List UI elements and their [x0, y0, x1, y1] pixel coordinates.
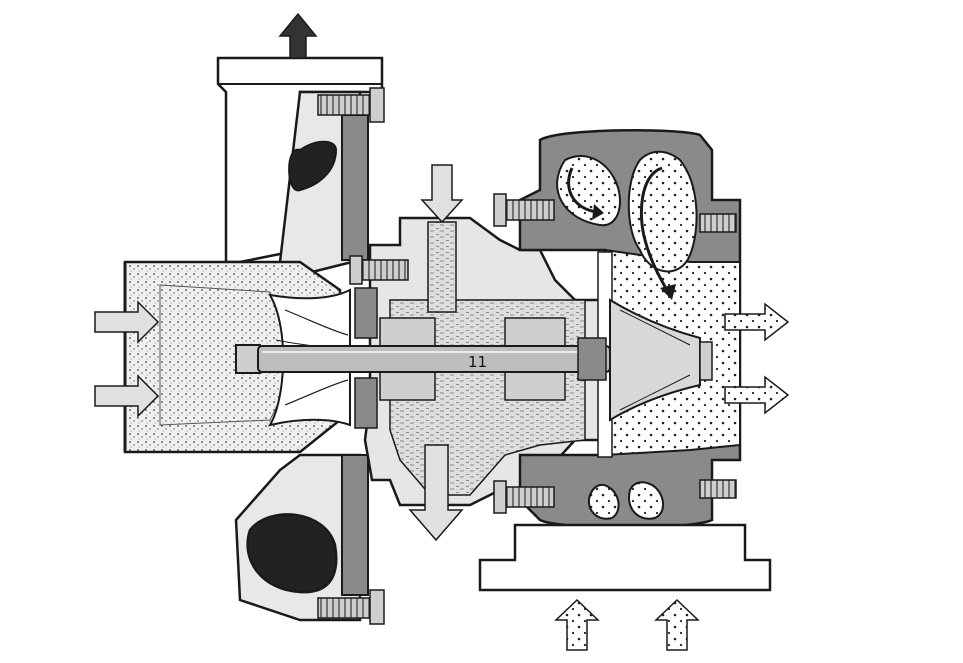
oil-drain-arrow — [408, 444, 464, 542]
turbine-bolt-bottom-right — [699, 479, 737, 499]
turbine-volute-lower-right — [628, 481, 664, 520]
exhaust-out-arrow-upper — [724, 302, 790, 342]
turbocharger-shaft: 11 — [257, 337, 611, 381]
turbine-bolt-top-left — [493, 193, 555, 227]
compressor-bolt-bottom — [317, 589, 385, 625]
shaft-nut — [235, 344, 261, 374]
turbine-housing — [478, 129, 772, 592]
turbine-bolt-top-right — [699, 213, 737, 233]
compressor-housing — [123, 56, 385, 625]
exhaust-out-arrow-lower — [724, 375, 790, 415]
bearing-right — [504, 317, 566, 347]
air-intake-arrow-lower — [94, 374, 160, 418]
turbine-volute-upper-left — [556, 155, 621, 227]
center-bolt — [357, 259, 409, 281]
oil-inlet-channel — [427, 221, 457, 313]
exhaust-swirl-arrow-left — [567, 167, 599, 214]
compressor-volute-shell — [278, 90, 362, 277]
compressor-volute-lower — [246, 513, 338, 594]
flow-arrows — [94, 12, 790, 651]
shaft-label: 11 — [468, 353, 487, 371]
air-outlet-arrow — [278, 12, 318, 59]
bearing-left — [379, 317, 436, 347]
compressor-backplate — [341, 114, 369, 261]
turbine-wheel — [609, 298, 701, 422]
air-intake-arrow-upper — [94, 300, 160, 344]
exhaust-in-arrow-left — [554, 598, 600, 651]
compressor-bolt-top — [317, 87, 385, 123]
exhaust-swirl-arrow-right — [639, 166, 670, 293]
turbine-volute-lower-left — [587, 483, 620, 520]
exhaust-in-arrow-right — [654, 598, 700, 651]
turbine-inlet-flange — [478, 523, 772, 592]
turbine-bolt-bottom-left — [493, 480, 555, 514]
oil-inlet-arrow — [420, 164, 464, 224]
compressor-volute-upper — [288, 140, 338, 192]
